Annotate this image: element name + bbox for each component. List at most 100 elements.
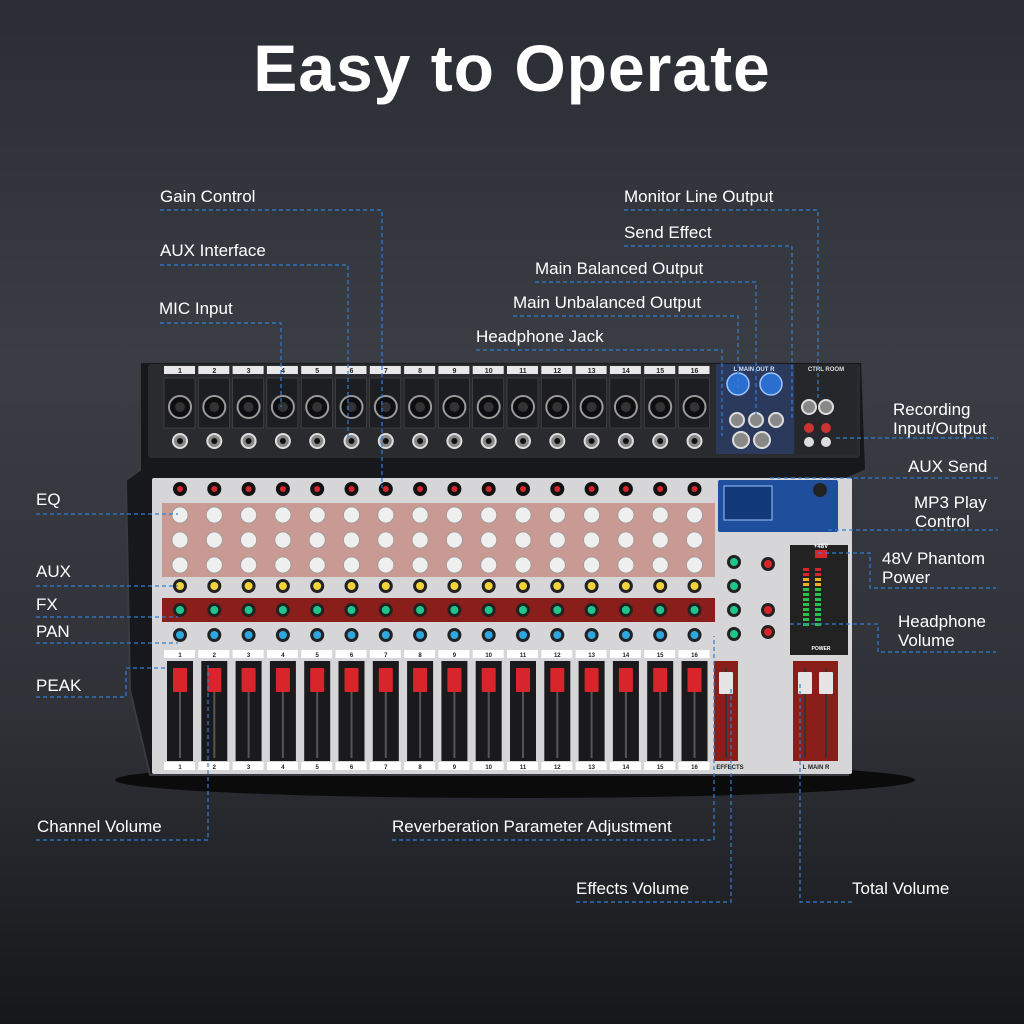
gain-knob-cap xyxy=(382,486,389,492)
rca-jack-icon xyxy=(804,423,814,433)
eq-knob xyxy=(548,506,566,524)
channel-number-13: 13 xyxy=(588,368,596,375)
eq-knob xyxy=(480,506,498,524)
line-jack-hole xyxy=(314,438,321,444)
pan-knob-cap xyxy=(690,631,699,639)
eq-knob xyxy=(514,531,532,549)
gain-knob-cap xyxy=(417,486,424,492)
xlr-pins xyxy=(209,402,220,412)
aux-knob-cap xyxy=(210,582,219,590)
main-fader-left-cap xyxy=(798,672,812,694)
gain-knob-cap xyxy=(451,486,458,492)
mp3-level-knob xyxy=(813,483,827,497)
pan-knob-cap xyxy=(587,631,596,639)
eq-knob xyxy=(617,506,635,524)
eq-knob xyxy=(205,506,223,524)
mp3-display xyxy=(723,485,773,521)
led-meter-left xyxy=(803,578,809,581)
fader-number-14: 14 xyxy=(623,765,630,771)
label-send-effect: Send Effect xyxy=(624,223,712,242)
fader-track xyxy=(281,668,284,758)
channel-number-14: 14 xyxy=(622,368,630,375)
xlr-pins xyxy=(277,402,288,412)
label-channel-volume: Channel Volume xyxy=(37,817,162,836)
aux-knob-cap xyxy=(621,582,630,590)
aux-tape-knob-cap xyxy=(764,606,772,614)
label-main-balanced-output: Main Balanced Output xyxy=(535,259,704,278)
channel-number-8: 8 xyxy=(418,368,422,375)
label-monitor-line-output: Monitor Line Output xyxy=(624,187,774,206)
eq-knob xyxy=(377,556,395,574)
eq-knob xyxy=(686,506,703,524)
channel-label-strip xyxy=(335,650,367,658)
aux-tape-knob-cap xyxy=(764,628,772,636)
eq-knob xyxy=(240,531,258,549)
label-mp3-line2: Control xyxy=(915,512,970,531)
label-gain-control: Gain Control xyxy=(160,187,256,206)
xlr-pins xyxy=(586,402,597,412)
fx-knob-cap xyxy=(210,606,219,614)
line-jack-hole xyxy=(657,438,664,444)
pan-knob-cap xyxy=(313,631,322,639)
channel-number-12: 12 xyxy=(553,368,561,375)
label-peak: PEAK xyxy=(36,676,82,695)
line-jack-hole xyxy=(485,438,492,444)
channel-number-2: 2 xyxy=(212,368,216,375)
gain-knob-cap xyxy=(348,486,355,492)
eq-knob xyxy=(583,506,600,524)
gain-knob-cap xyxy=(177,486,183,492)
fx-knob-cap xyxy=(690,606,699,614)
eq-knob xyxy=(377,506,395,524)
led-meter-left xyxy=(803,593,809,596)
gain-knob-cap xyxy=(211,486,218,492)
line-jack-hole xyxy=(382,438,389,444)
fx-knob-cap xyxy=(621,606,630,614)
led-meter-left xyxy=(803,603,809,606)
led-meter-right xyxy=(815,613,821,616)
eq-knob xyxy=(617,556,635,574)
page-title: Easy to Operate xyxy=(253,31,771,105)
line-jack-hole xyxy=(245,438,252,444)
fader-cap xyxy=(207,668,222,692)
xlr-pins xyxy=(483,402,494,412)
label-mic-input: MIC Input xyxy=(159,299,233,318)
aux-knob-cap xyxy=(278,582,287,590)
led-meter-left xyxy=(803,598,809,601)
channel-number-6: 6 xyxy=(350,368,354,375)
fader-cap xyxy=(653,668,668,692)
aux-knob-cap xyxy=(553,582,562,590)
channel-number-7: 7 xyxy=(384,368,388,375)
eq-knob xyxy=(343,506,360,524)
fader-track xyxy=(384,668,387,758)
eq-knob xyxy=(548,556,566,574)
pan-knob-cap xyxy=(210,631,219,639)
led-meter-right xyxy=(815,583,821,586)
fader-cap xyxy=(481,668,496,692)
channel-label-strip xyxy=(369,650,401,658)
label-total-volume: Total Volume xyxy=(852,879,950,898)
led-meter-right xyxy=(815,568,821,571)
ctrl-room-jack-icon xyxy=(818,399,834,415)
line-jack-hole xyxy=(691,438,698,444)
gain-knob-cap xyxy=(245,486,252,492)
fader-number-7: 7 xyxy=(384,765,388,771)
gain-knob-cap xyxy=(520,486,526,492)
fx-knob-cap xyxy=(450,606,459,614)
fx-knob-cap xyxy=(519,606,527,614)
label-hpvol-line1: Headphone xyxy=(898,612,986,631)
pan-knob-cap xyxy=(278,631,287,639)
label-eq: EQ xyxy=(36,490,61,509)
eq-knob xyxy=(308,556,326,574)
fader-cap xyxy=(344,668,359,692)
fader-number-strip xyxy=(369,762,401,770)
led-meter-left xyxy=(803,583,809,586)
fx-knob-cap xyxy=(244,606,253,614)
output-jack-icon xyxy=(748,412,764,428)
label-pan: PAN xyxy=(36,622,70,641)
fader-track xyxy=(213,668,216,758)
eq-knob xyxy=(171,506,189,524)
line-jack-hole xyxy=(279,438,286,444)
aux-knob-cap xyxy=(416,582,425,590)
fader-track xyxy=(316,668,319,758)
channel-label-strip xyxy=(198,650,230,658)
